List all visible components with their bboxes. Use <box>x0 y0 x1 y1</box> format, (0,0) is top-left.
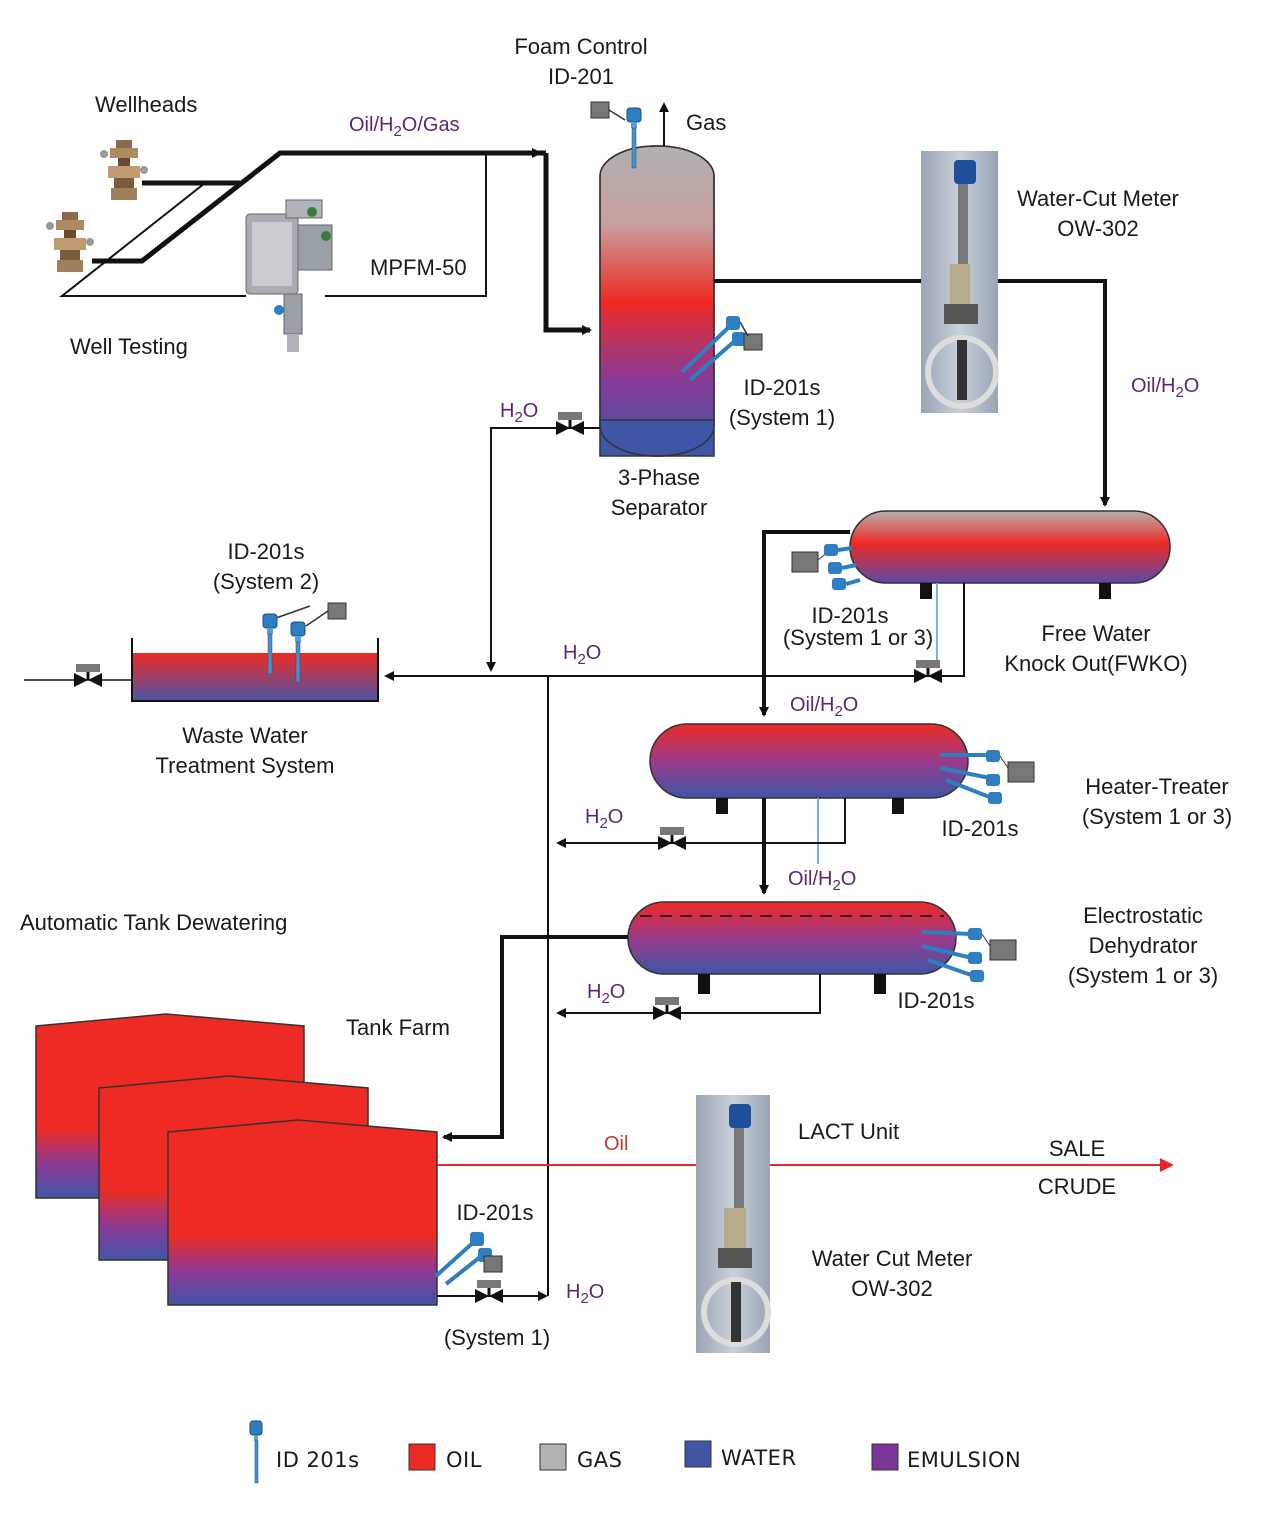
ht-leg-left <box>716 798 728 814</box>
ed-id201s: ID-201s <box>897 988 974 1013</box>
wellhead-piping <box>59 148 592 335</box>
heater-treater-probes <box>939 750 1035 804</box>
separator-oil-outlet <box>714 279 1110 507</box>
ed-name-line3: (System 1 or 3) <box>1068 963 1218 988</box>
oil-h2o-gas-label: Oil/H2O/Gas <box>349 114 460 140</box>
wellheads-label: Wellheads <box>95 92 197 117</box>
sep-id201s: ID-201s <box>743 375 820 400</box>
ed-water-line <box>556 974 821 1018</box>
sep-name-line1: 3-Phase <box>618 465 700 490</box>
fwko-water-line <box>384 583 965 681</box>
legend-oil-swatch <box>408 1443 436 1471</box>
legend: ID 201s OIL GAS WATER EMULSION <box>249 1420 1021 1484</box>
legend-emulsion-swatch <box>871 1443 899 1471</box>
fwko-vessel <box>849 510 1171 584</box>
tank-farm-label: Tank Farm <box>346 1015 450 1040</box>
legend-water-label: WATER <box>721 1446 797 1470</box>
legend-emulsion-label: EMULSION <box>907 1448 1021 1472</box>
fwko-name-line2: Knock Out(FWKO) <box>1004 651 1187 676</box>
oil-sale-label: Oil <box>604 1133 628 1155</box>
legend-gas-label: GAS <box>577 1448 622 1472</box>
water-cut-meter-lact <box>696 1095 771 1353</box>
lact-label: LACT Unit <box>798 1119 899 1144</box>
crude-label: CRUDE <box>1038 1174 1116 1199</box>
fwko-name-line1: Free Water <box>1041 621 1150 646</box>
fwko-id201s: ID-201s <box>811 603 888 628</box>
fwko-leg-right <box>1099 583 1111 599</box>
sep-h2o-label: H2O <box>500 400 538 426</box>
tank-farm <box>35 1013 438 1306</box>
wellhead-lower <box>46 212 94 272</box>
legend-probe-icon <box>249 1420 263 1484</box>
electrostatic-dehydrator-vessel <box>627 901 957 975</box>
fwko-probes <box>791 544 861 590</box>
ht-name-line1: Heater-Treater <box>1085 774 1228 799</box>
foam-control-id: ID-201 <box>548 64 614 89</box>
ed-water-valve <box>653 997 681 1020</box>
gas-label: Gas <box>686 110 726 135</box>
sep-system: (System 1) <box>729 405 835 430</box>
ww-name-line1: Waste Water <box>182 723 308 748</box>
tank-id201s: ID-201s <box>456 1200 533 1225</box>
legend-probe-label: ID 201s <box>276 1448 360 1472</box>
separator-base <box>599 419 715 457</box>
ed-leg-right <box>874 974 886 994</box>
foam-control-title: Foam Control <box>514 34 647 59</box>
auto-dewater-label: Automatic Tank Dewatering <box>20 910 287 935</box>
oil-h2o-fwko-in: Oil/H2O <box>1131 375 1199 401</box>
separator-side-probes <box>680 316 763 382</box>
ht-leg-right <box>892 798 904 814</box>
tank-water-valve <box>475 1280 503 1303</box>
ed-probes <box>921 928 1017 982</box>
separator-water-line <box>486 427 600 672</box>
watercut-id: OW-302 <box>1057 216 1139 241</box>
waste-water-valve <box>74 664 102 687</box>
fwko-oil-outlet <box>759 530 850 717</box>
waste-water-tank <box>131 638 379 702</box>
legend-oil-label: OIL <box>446 1448 482 1472</box>
ed-leg-left <box>698 974 710 994</box>
ed-oil-h2o-in: Oil/H2O <box>788 868 856 894</box>
ht-oil-h2o-in: Oil/H2O <box>790 694 858 720</box>
tank-probes <box>434 1232 503 1286</box>
waste-water-probes <box>262 602 347 683</box>
sale-label: SALE <box>1049 1136 1105 1161</box>
ht-h2o-label: H2O <box>585 806 623 832</box>
well-testing-label: Well Testing <box>70 334 188 359</box>
sep-name-line2: Separator <box>611 495 708 520</box>
heater-treater-vessel <box>649 723 969 799</box>
wellhead-upper <box>100 140 148 200</box>
ed-h2o-label: H2O <box>587 981 625 1007</box>
ww-name-line2: Treatment System <box>156 753 335 778</box>
watercut-title: Water-Cut Meter <box>1017 186 1179 211</box>
ed-oil-outlet <box>442 935 628 1142</box>
ww-system: (System 2) <box>213 569 319 594</box>
mpfm-label: MPFM-50 <box>370 255 467 280</box>
lact-wcm-line2: OW-302 <box>851 1276 933 1301</box>
separator-water-valve <box>556 412 584 435</box>
fwko-system: (System 1 or 3) <box>783 625 933 650</box>
lact-wcm-line1: Water Cut Meter <box>812 1246 973 1271</box>
ht-water-line <box>556 798 846 848</box>
tank-h2o-label: H2O <box>566 1281 604 1307</box>
fwko-water-valve <box>914 660 942 683</box>
ww-id201s: ID-201s <box>227 539 304 564</box>
mpfm-meter <box>245 199 333 352</box>
three-phase-separator <box>599 145 715 457</box>
fwko-leg-left <box>920 583 932 599</box>
foam-control-probe <box>590 101 642 169</box>
fwko-h2o-label: H2O <box>563 642 601 668</box>
legend-gas-swatch <box>539 1443 567 1471</box>
tank-system: (System 1) <box>444 1325 550 1350</box>
ht-name-line2: (System 1 or 3) <box>1082 804 1232 829</box>
ht-id201s: ID-201s <box>941 816 1018 841</box>
legend-water-swatch <box>684 1440 712 1468</box>
ed-name-line2: Dehydrator <box>1089 933 1198 958</box>
water-cut-meter-upper <box>921 151 999 413</box>
ht-water-valve <box>658 827 686 850</box>
ed-name-line1: Electrostatic <box>1083 903 1203 928</box>
